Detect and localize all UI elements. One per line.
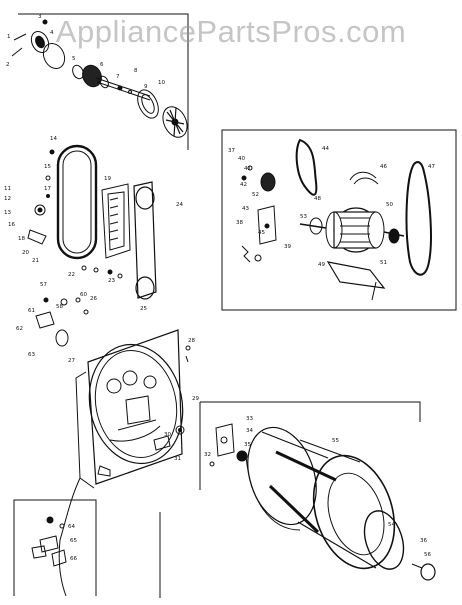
callout-4: 4	[50, 30, 54, 36]
callout-24: 24	[176, 202, 183, 208]
callout-6: 6	[100, 62, 104, 68]
callout-50: 50	[386, 202, 393, 208]
callout-64: 64	[68, 524, 75, 530]
callout-55: 55	[332, 438, 339, 444]
callout-22: 22	[68, 272, 75, 278]
callout-62: 62	[16, 326, 23, 332]
callout-45: 45	[258, 230, 265, 236]
callout-46: 46	[380, 164, 387, 170]
callout-30: 30	[164, 432, 171, 438]
callout-52: 52	[252, 192, 259, 198]
bearing-shaft-assembly	[11, 13, 189, 150]
callout-51: 51	[380, 260, 387, 266]
callout-65: 65	[70, 538, 77, 544]
callout-56: 56	[424, 552, 431, 558]
callout-25: 25	[140, 306, 147, 312]
motor-assembly	[221, 129, 457, 311]
callout-36: 36	[420, 538, 427, 544]
callout-54: 54	[388, 522, 395, 528]
callout-47: 47	[428, 164, 435, 170]
callout-20: 20	[22, 250, 29, 256]
callout-28: 28	[188, 338, 195, 344]
callout-9: 9	[144, 84, 148, 90]
callout-2: 2	[6, 62, 10, 68]
callout-53: 53	[300, 214, 307, 220]
callout-40: 40	[238, 156, 245, 162]
callout-43: 43	[242, 206, 249, 212]
rear-bulkhead	[35, 297, 191, 597]
callout-32: 32	[204, 452, 211, 458]
callout-66: 66	[70, 556, 77, 562]
callout-60: 60	[80, 292, 87, 298]
callout-31: 31	[174, 456, 181, 462]
callout-37: 37	[228, 148, 235, 154]
callout-15: 15	[44, 164, 51, 170]
callout-33: 33	[246, 416, 253, 422]
callout-3: 3	[38, 14, 42, 20]
belt-idler-assembly	[27, 144, 157, 300]
callout-38: 38	[236, 220, 243, 226]
callout-8: 8	[134, 68, 138, 74]
callout-18: 18	[18, 236, 25, 242]
callout-17: 17	[44, 186, 51, 192]
callout-44: 44	[322, 146, 329, 152]
callout-5: 5	[72, 56, 76, 62]
callout-1: 1	[7, 34, 11, 40]
callout-29: 29	[192, 396, 199, 402]
hardware-kit-inset	[13, 499, 97, 596]
callout-57: 57	[40, 282, 47, 288]
callout-26: 26	[90, 296, 97, 302]
callout-13: 13	[4, 210, 11, 216]
callout-23: 23	[108, 278, 115, 284]
callout-11: 11	[4, 186, 11, 192]
callout-16: 16	[8, 222, 15, 228]
callout-7: 7	[116, 74, 120, 80]
callout-14: 14	[50, 136, 57, 142]
callout-49: 49	[318, 262, 325, 268]
callout-35: 35	[244, 442, 251, 448]
callout-58: 58	[56, 304, 63, 310]
callout-48: 48	[314, 196, 321, 202]
callout-39: 39	[284, 244, 291, 250]
callout-21: 21	[32, 258, 39, 264]
callout-10: 10	[158, 80, 165, 86]
callout-61: 61	[28, 308, 35, 314]
dryer-drum	[199, 401, 436, 581]
callout-19: 19	[104, 176, 111, 182]
callout-12: 12	[4, 196, 11, 202]
callout-41: 41	[244, 166, 251, 172]
callout-34: 34	[246, 428, 253, 434]
callout-63: 63	[28, 352, 35, 358]
callout-42: 42	[240, 182, 247, 188]
callout-labels: 1 2 3 4 5 6 7 8 9 10 11 12 13 14 15 16 1…	[4, 14, 435, 562]
callout-27: 27	[68, 358, 75, 364]
